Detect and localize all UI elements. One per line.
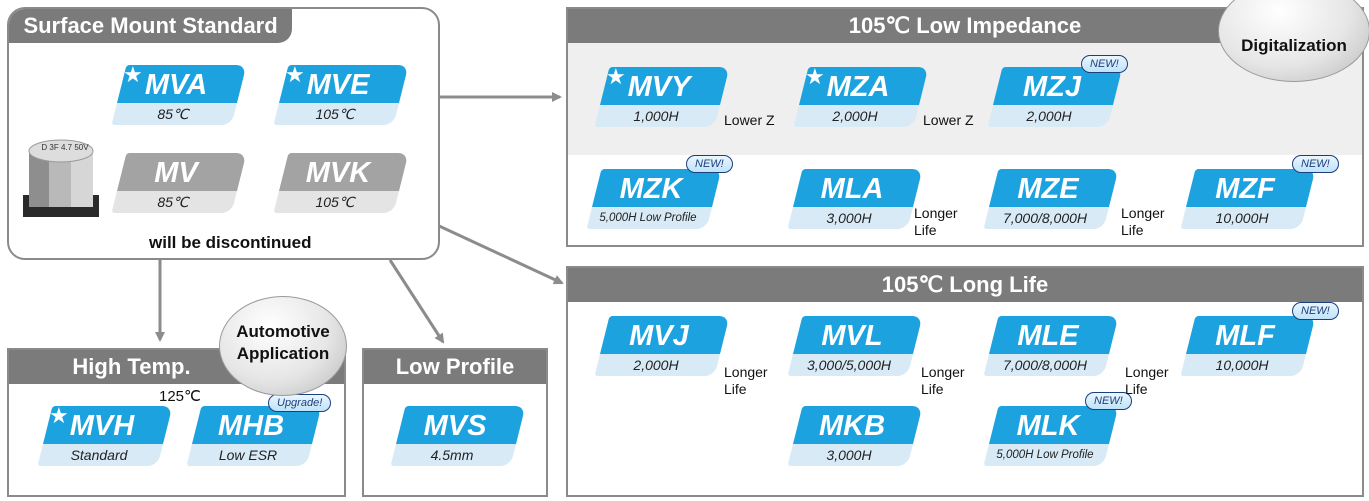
- series-name: MLE: [1017, 320, 1079, 352]
- series-card-mhb[interactable]: MHB Low ESR: [186, 406, 322, 466]
- new-badge: NEW!: [1292, 155, 1339, 173]
- series-spec: 5,000H Low Profile: [599, 212, 697, 224]
- series-spec: 105℃: [315, 106, 355, 122]
- series-card-mle[interactable]: MLE 7,000/8,000H: [983, 316, 1119, 376]
- series-spec: Standard: [70, 447, 128, 463]
- series-name: MHB: [217, 410, 285, 442]
- series-spec: 85℃: [157, 106, 189, 122]
- series-spec: 3,000/5,000H: [806, 357, 892, 373]
- arrow-surface-to-low-profile: [388, 259, 445, 344]
- series-card-mv[interactable]: MV 85℃: [111, 153, 247, 213]
- series-name: MVA: [144, 69, 208, 101]
- series-name: MLK: [1016, 410, 1080, 442]
- capacitor-marking: D 3F 4.7 50V: [41, 143, 89, 152]
- series-name: MZA: [826, 71, 890, 103]
- series-card-mzk[interactable]: MZK 5,000H Low Profile: [586, 169, 722, 229]
- series-card-mve[interactable]: ★ MVE 105℃: [273, 62, 409, 125]
- star-icon: ★: [49, 403, 69, 428]
- series-name: MVJ: [629, 320, 689, 352]
- series-card-mlk[interactable]: MLK 5,000H Low Profile: [983, 406, 1119, 466]
- new-badge: NEW!: [686, 155, 733, 173]
- series-name: MVH: [69, 410, 135, 442]
- series-card-mvh[interactable]: ★ MVH Standard: [37, 403, 173, 466]
- discontinued-note: will be discontinued: [149, 233, 312, 252]
- series-name: MZK: [619, 173, 683, 205]
- series-spec: 85℃: [157, 194, 189, 210]
- series-spec: 5,000H Low Profile: [996, 449, 1094, 461]
- star-icon: ★: [123, 62, 143, 87]
- star-icon: ★: [606, 64, 626, 89]
- series-spec: 7,000/8,000H: [1002, 210, 1088, 226]
- series-card-mzj[interactable]: MZJ 2,000H: [987, 67, 1123, 127]
- series-name: MKB: [818, 410, 886, 442]
- series-name: MVE: [306, 69, 370, 101]
- series-spec: 2,000H: [633, 357, 679, 373]
- upgrade-badge: Upgrade!: [268, 394, 332, 412]
- series-name: MV: [154, 157, 198, 189]
- series-card-mkb[interactable]: MKB 3,000H: [787, 406, 923, 466]
- series-spec: 105℃: [315, 194, 355, 210]
- low-profile-panel: Low Profile MVS 4.5mm: [362, 348, 548, 497]
- series-name: MZF: [1215, 173, 1275, 205]
- series-name: MVK: [305, 157, 371, 189]
- series-name: MZE: [1017, 173, 1079, 205]
- series-spec: 10,000H: [1215, 210, 1269, 226]
- series-spec: 7,000/8,000H: [1002, 357, 1088, 373]
- series-card-mla[interactable]: MLA 3,000H: [787, 169, 923, 229]
- series-spec: 2,000H: [1026, 108, 1072, 124]
- arrow-surface-to-long-life: [436, 223, 564, 285]
- surface-mount-panel: Surface Mount Standard D 3F 4.7 50V ★ MV…: [7, 7, 440, 260]
- series-card-mze[interactable]: MZE 7,000/8,000H: [983, 169, 1119, 229]
- series-card-mvk[interactable]: MVK 105℃: [273, 153, 409, 213]
- series-spec: 3,000H: [826, 447, 872, 463]
- lower-z-label: Lower Z: [724, 112, 775, 128]
- star-icon: ★: [285, 62, 305, 87]
- series-name: MLF: [1215, 320, 1275, 352]
- series-spec: 2,000H: [832, 108, 878, 124]
- long-life-panel: 105℃ Long Life MVJ 2,000H MVL 3,000/5,00…: [566, 266, 1364, 497]
- new-badge: NEW!: [1292, 302, 1339, 320]
- low-profile-title: Low Profile: [364, 350, 546, 384]
- new-badge: NEW!: [1085, 392, 1132, 410]
- long-life-title: 105℃ Long Life: [568, 268, 1362, 302]
- capacitor-icon: D 3F 4.7 50V: [23, 139, 99, 217]
- lower-z-label: Lower Z: [923, 112, 974, 128]
- series-card-mvj[interactable]: MVJ 2,000H: [594, 316, 730, 376]
- series-name: MLA: [820, 173, 884, 205]
- series-card-mzf[interactable]: MZF 10,000H: [1180, 169, 1316, 229]
- digitalization-badge: Digitalization: [1218, 0, 1369, 82]
- series-card-mvy[interactable]: ★ MVY 1,000H: [594, 64, 730, 127]
- series-card-mlf[interactable]: MLF 10,000H: [1180, 316, 1316, 376]
- series-spec: 3,000H: [826, 210, 872, 226]
- star-icon: ★: [805, 64, 825, 89]
- new-badge: NEW!: [1081, 55, 1128, 73]
- series-card-mza[interactable]: ★ MZA 2,000H: [793, 64, 929, 127]
- series-name: MZJ: [1023, 71, 1081, 103]
- series-card-mva[interactable]: ★ MVA 85℃: [111, 62, 247, 125]
- surface-mount-title: Surface Mount Standard: [9, 9, 293, 43]
- series-card-mvl[interactable]: MVL 3,000/5,000H: [787, 316, 923, 376]
- series-name: MVS: [423, 410, 487, 442]
- series-name: MVY: [627, 71, 691, 103]
- series-card-mvs[interactable]: MVS 4.5mm: [390, 406, 526, 466]
- series-name: MVL: [821, 320, 883, 352]
- series-spec: Low ESR: [218, 447, 278, 463]
- series-spec: 4.5mm: [430, 447, 474, 463]
- series-spec: 1,000H: [633, 108, 679, 124]
- series-spec: 10,000H: [1215, 357, 1269, 373]
- high-temp-value: 125℃: [159, 388, 201, 405]
